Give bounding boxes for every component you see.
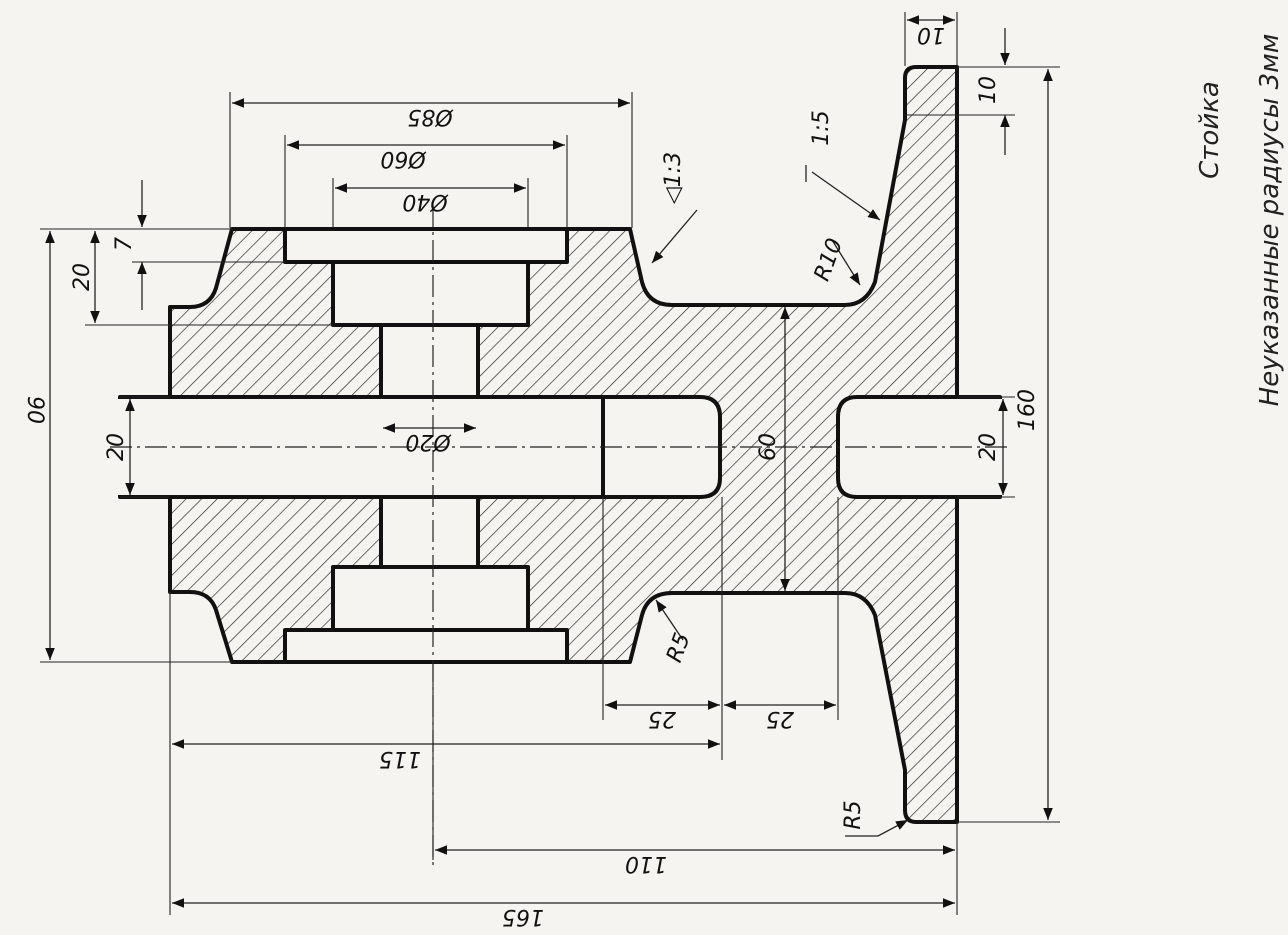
drawing-title: Стойка [1195, 81, 1225, 179]
dim-w10: 10 [917, 22, 945, 47]
dim-7: 7 [112, 237, 137, 251]
counterbore-top [283, 227, 569, 264]
drawing-note: Неуказанные радиусы 3мм [1255, 34, 1285, 407]
dim-d20: Ø20 [405, 429, 451, 454]
bore-d20-bottom [379, 495, 480, 569]
dim-d60: Ø60 [380, 146, 426, 171]
counterbore-bottom [283, 628, 569, 664]
dim-160: 160 [1015, 389, 1040, 431]
dim-25a: 25 [648, 706, 676, 731]
leader-r5a [655, 599, 684, 641]
dim-20b: 20 [104, 433, 129, 461]
leader-taper [651, 209, 698, 264]
dim-r10: R10 [810, 235, 848, 284]
dim-v20: 20 [976, 433, 1001, 461]
slope-label: 1:5 [809, 110, 834, 145]
dim-115: 115 [379, 746, 421, 771]
leader-r5b [845, 819, 909, 837]
leader-r10 [831, 239, 861, 286]
dim-d40: Ø40 [402, 189, 448, 214]
dim-60: 60 [756, 433, 781, 461]
dim-r5a: R5 [662, 630, 696, 666]
bore-d20-top [379, 323, 480, 399]
dim-165: 165 [502, 904, 544, 929]
leader-slope [811, 171, 881, 221]
dim-110: 110 [625, 851, 667, 876]
dim-90: 90 [22, 396, 47, 424]
bore-d40-top [331, 260, 530, 327]
dim-h10: 10 [976, 76, 1001, 104]
dim-d85: Ø85 [407, 104, 453, 129]
dim-25b: 25 [766, 706, 794, 731]
dim-20a: 20 [70, 263, 95, 291]
bore-d40-bottom [331, 565, 530, 632]
dim-r5b: R5 [841, 800, 866, 829]
taper-label: ◁1:3 [661, 152, 686, 204]
